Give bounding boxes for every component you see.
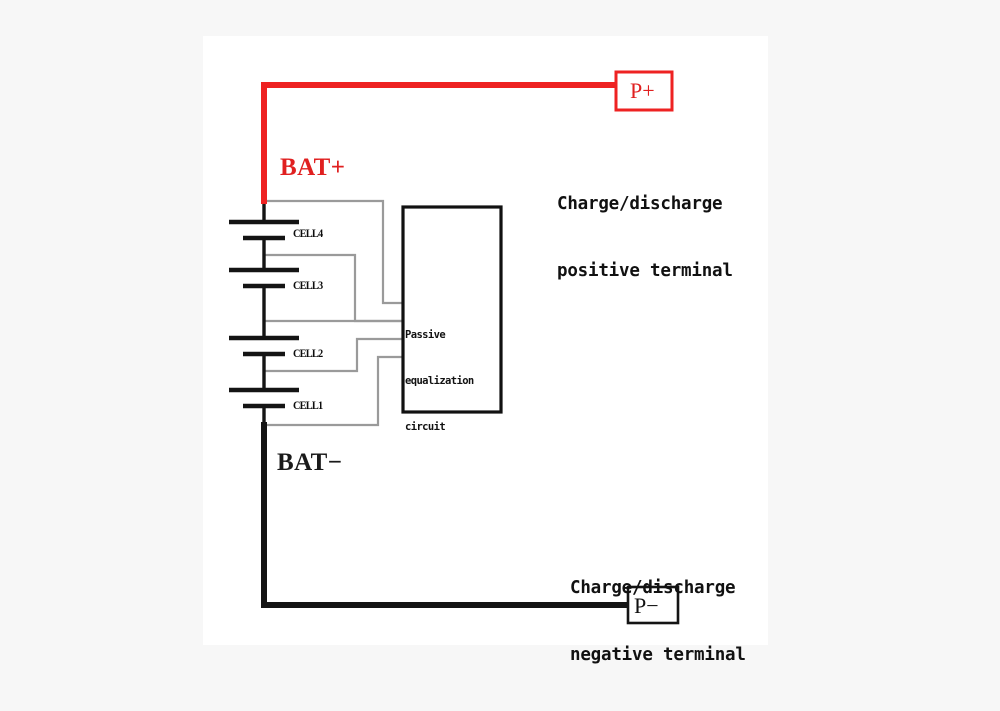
cell2-label: CELL2: [293, 346, 323, 360]
sense-wire-group: [262, 199, 405, 427]
passive-equalization-box-label: Passive equalization circuit: [405, 298, 501, 465]
box-label-line2: equalization: [405, 375, 474, 388]
p-minus-terminal-box[interactable]: [626, 585, 680, 625]
sense-wire-cell1-negative: [262, 355, 405, 427]
passive-equalization-box: [401, 205, 503, 414]
cell4-label: CELL4: [293, 226, 323, 240]
sense-wire-cell4-positive: [262, 199, 405, 305]
p-plus-terminal-box[interactable]: [614, 70, 674, 112]
p-minus-terminal-label: P−: [634, 593, 659, 618]
positive-terminal-desc-line1: Charge/discharge: [557, 193, 723, 214]
negative-terminal-description: Charge/discharge negative terminal: [570, 532, 746, 711]
box-label-line3: circuit: [405, 420, 446, 433]
positive-terminal-desc-line2: positive terminal: [557, 260, 733, 281]
positive-power-wire: [261, 82, 619, 204]
schematic-canvas: [229, 70, 680, 625]
sense-wire-cell2-negative: [262, 337, 405, 373]
box-label-line1: Passive: [405, 329, 446, 342]
bat-negative-label: BAT−: [277, 449, 343, 476]
negative-terminal-desc-line1: Charge/discharge: [570, 577, 736, 598]
positive-terminal-description: Charge/discharge positive terminal: [557, 148, 733, 327]
cell1-label: CELL1: [293, 398, 323, 412]
negative-power-wire: [261, 422, 631, 608]
p-plus-terminal-label: P+: [630, 78, 655, 103]
negative-terminal-desc-line2: negative terminal: [570, 644, 746, 665]
battery-stack: [229, 201, 299, 425]
bat-positive-label: BAT+: [280, 154, 346, 181]
diagram-stage: BAT+ BAT− CELL4 CELL3 CELL2 CELL1 P+ P− …: [229, 70, 746, 665]
cell3-label: CELL3: [293, 278, 323, 292]
